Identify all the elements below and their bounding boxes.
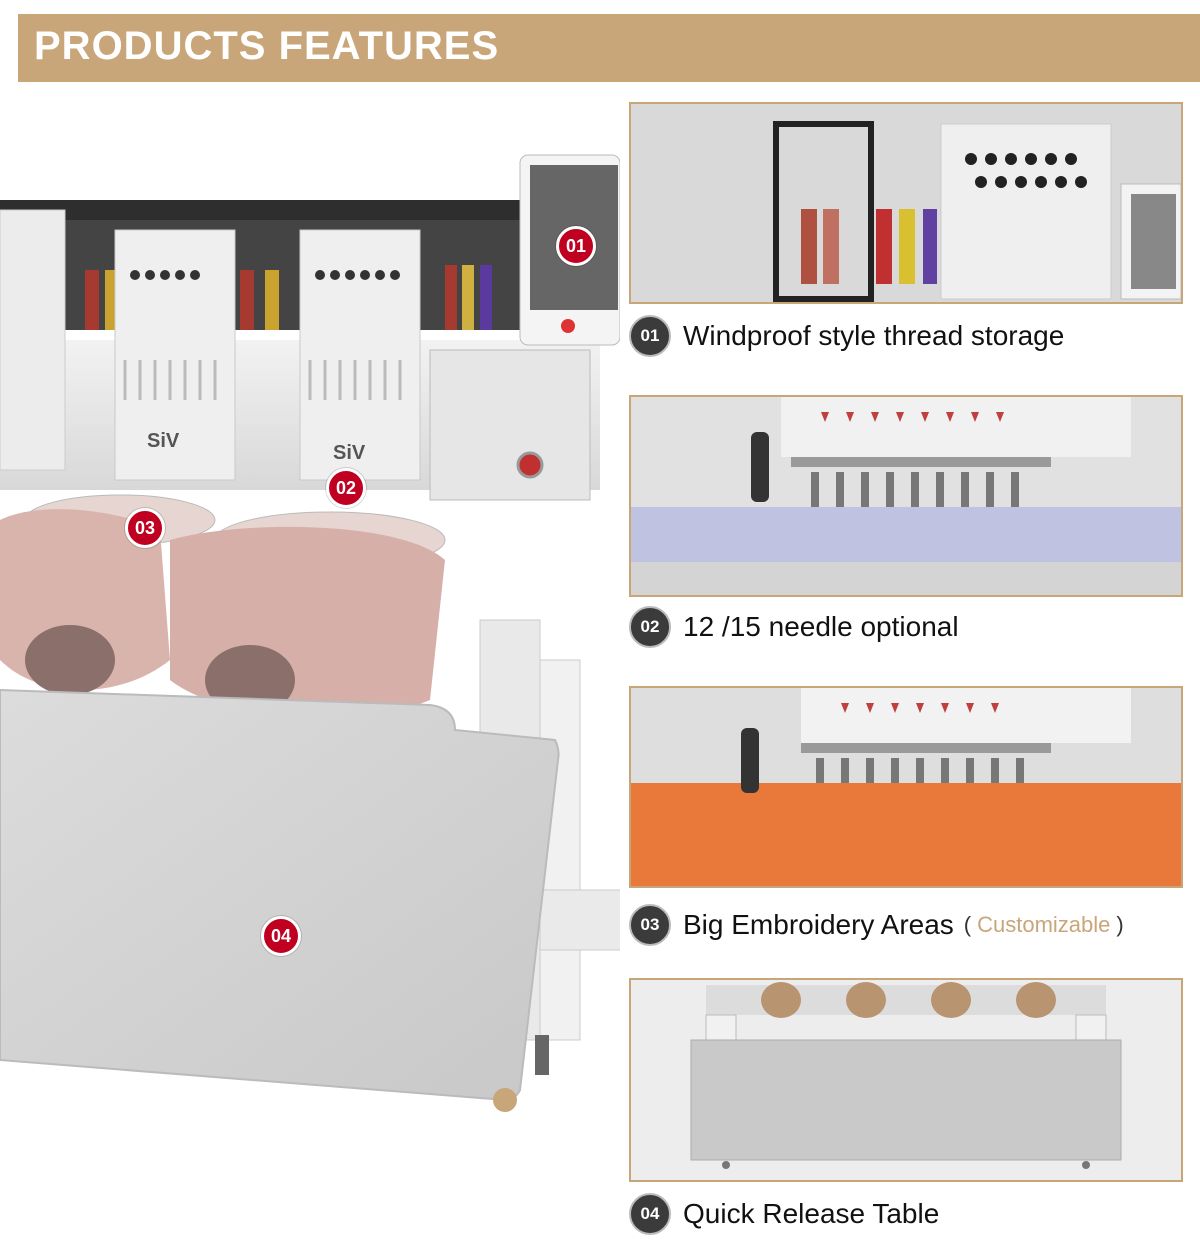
section-title: PRODUCTS FEATURES bbox=[34, 24, 500, 68]
marker-02: 02 bbox=[326, 468, 366, 508]
feature-item: 04 Quick Release Table bbox=[629, 1193, 939, 1235]
brand-logo: SiV bbox=[147, 430, 180, 452]
feature-item: 03 Big Embroidery Areas ( Customizable ) bbox=[629, 904, 1124, 946]
feature-label: Big Embroidery Areas bbox=[683, 909, 954, 940]
paren-open: ( bbox=[963, 912, 972, 937]
customizable-note: Customizable bbox=[977, 912, 1111, 937]
marker-04: 04 bbox=[261, 916, 301, 956]
brand-logo: SiV bbox=[333, 442, 366, 464]
feature-label: 12 /15 needle optional bbox=[683, 611, 959, 642]
feature-image-needles bbox=[629, 395, 1183, 597]
feature-item: 01 Windproof style thread storage bbox=[629, 315, 1064, 357]
marker-01: 01 bbox=[556, 226, 596, 266]
feature-label: Windproof style thread storage bbox=[683, 320, 1065, 351]
feature-number-badge: 03 bbox=[629, 904, 671, 946]
feature-number-badge: 01 bbox=[629, 315, 671, 357]
feature-image-release-table bbox=[629, 978, 1183, 1182]
feature-number-badge: 04 bbox=[629, 1193, 671, 1235]
feature-item: 02 12 /15 needle optional bbox=[629, 606, 959, 648]
embroidery-machine-image: SiV SiV 01 02 03 04 bbox=[0, 100, 651, 1242]
feature-image-embroidery-area bbox=[629, 686, 1183, 888]
section-banner: PRODUCTS FEATURES bbox=[18, 14, 1200, 82]
feature-number-badge: 02 bbox=[629, 606, 671, 648]
feature-image-thread-storage bbox=[629, 102, 1183, 304]
paren-close: ) bbox=[1116, 912, 1124, 937]
marker-03: 03 bbox=[125, 508, 165, 548]
feature-label: Quick Release Table bbox=[683, 1198, 940, 1229]
